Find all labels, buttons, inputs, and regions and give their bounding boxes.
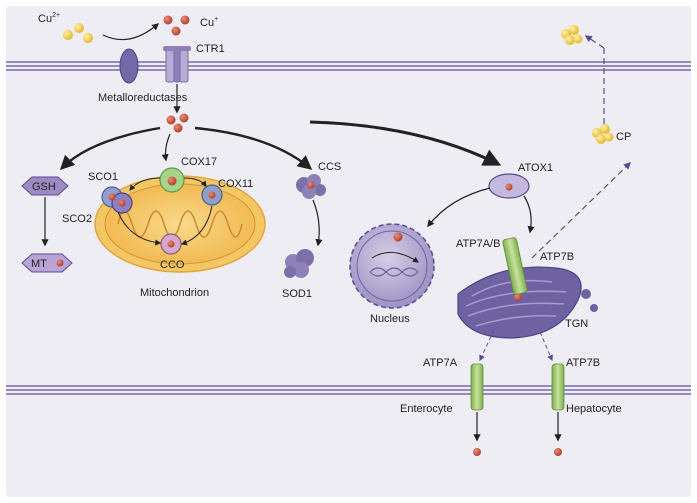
- plasma-membrane-bottom: [6, 385, 691, 395]
- tgn-to-atp7b-dashed-arrow: [539, 331, 553, 362]
- tgn-copper-icon: [514, 293, 522, 301]
- arrow-to-gsh: [59, 126, 161, 171]
- ccs-label: CCS: [318, 161, 341, 173]
- cox17-label: COX17: [181, 156, 217, 168]
- gsh-icon: [21, 176, 69, 196]
- metalloreductase-icon: [119, 48, 139, 84]
- gsh-label: GSH: [32, 181, 56, 193]
- ccs-copper-icon: [307, 181, 315, 189]
- atox1-to-atp7-arrow: [523, 195, 535, 234]
- arrow-to-ccs: [194, 126, 313, 170]
- cu1-ions-intracellular: [166, 113, 189, 133]
- cco-copper-icon: [167, 240, 175, 248]
- hepatocyte-label: Hepatocyte: [566, 403, 622, 415]
- cu2-label: Cu2+: [38, 12, 60, 25]
- cp-icon: [592, 124, 614, 144]
- atp7ab-label: ATP7A/B: [456, 238, 500, 250]
- atp7b-to-cp-dashed-arrow: [531, 161, 632, 259]
- sco2-label: SCO2: [62, 213, 92, 225]
- cox17-to-sco1-arrow: [129, 177, 161, 191]
- sod1-icon: [284, 249, 314, 278]
- mt-label: MT: [31, 258, 47, 270]
- cco-label: CCO: [160, 259, 185, 271]
- cox17-copper-icon: [167, 176, 177, 186]
- ctr1-transporter-icon: [163, 46, 191, 83]
- tgn-to-atp7a-dashed-arrow: [479, 329, 495, 362]
- cu2-ions: [63, 23, 93, 43]
- atox1-copper-icon: [505, 183, 513, 191]
- ccs-to-sod1-arrow: [312, 199, 323, 247]
- atp7ab-transporter-icon: [502, 237, 528, 295]
- cu1-label: Cu+: [200, 16, 218, 29]
- cox17-to-cox11-arrow: [183, 177, 207, 187]
- mt-copper-icon: [56, 259, 64, 267]
- exported-copper-hepatocyte-icon: [554, 448, 562, 456]
- sco-to-cco-arrow: [117, 211, 162, 246]
- atp7a-transporter-icon: [470, 363, 484, 411]
- cp-secreted-icon: [561, 25, 583, 45]
- metalloreductases-label: Metalloreductases: [98, 92, 188, 104]
- tgn-label: TGN: [565, 318, 588, 330]
- cox11-copper-icon: [208, 191, 216, 199]
- atp7b-bottom-transporter-icon: [551, 363, 565, 411]
- mitochondrion-label: Mitochondrion: [140, 287, 209, 299]
- nucleus-copper-icon: [393, 232, 403, 242]
- enterocyte-label: Enterocyte: [400, 403, 453, 415]
- cox11-label: COX11: [218, 178, 253, 190]
- sco2-copper-icon: [108, 193, 116, 201]
- exported-copper-enterocyte-icon: [473, 448, 481, 456]
- arrow-to-cox17: [161, 133, 171, 162]
- atox1-to-nucleus-arrow: [427, 187, 491, 228]
- cp-label: CP: [616, 131, 631, 143]
- cell-background: [6, 6, 691, 497]
- mitochondrion-icon: [94, 175, 266, 273]
- cox11-to-cco-arrow: [180, 205, 213, 246]
- atp7b-bottom-label: ATP7B: [566, 357, 600, 369]
- atp7b-top-label: ATP7B: [540, 251, 574, 263]
- arrow-to-atox1: [309, 120, 502, 166]
- mt-icon: [21, 253, 73, 273]
- cp-secretion-dashed-arrow: [584, 35, 605, 49]
- cu1-ions-extracellular: [163, 15, 190, 36]
- nucleus-icon: [349, 223, 435, 309]
- nucleus-label: Nucleus: [370, 313, 410, 325]
- atp7a-label: ATP7A: [423, 357, 458, 369]
- sco1-label: SCO1: [88, 171, 118, 183]
- sod1-label: SOD1: [282, 288, 312, 300]
- reduction-arrow: [102, 23, 160, 41]
- ctr1-label: CTR1: [196, 43, 225, 55]
- sco1-copper-icon: [118, 199, 126, 207]
- atox1-label: ATOX1: [518, 162, 553, 174]
- tgn-golgi-icon: [457, 266, 598, 339]
